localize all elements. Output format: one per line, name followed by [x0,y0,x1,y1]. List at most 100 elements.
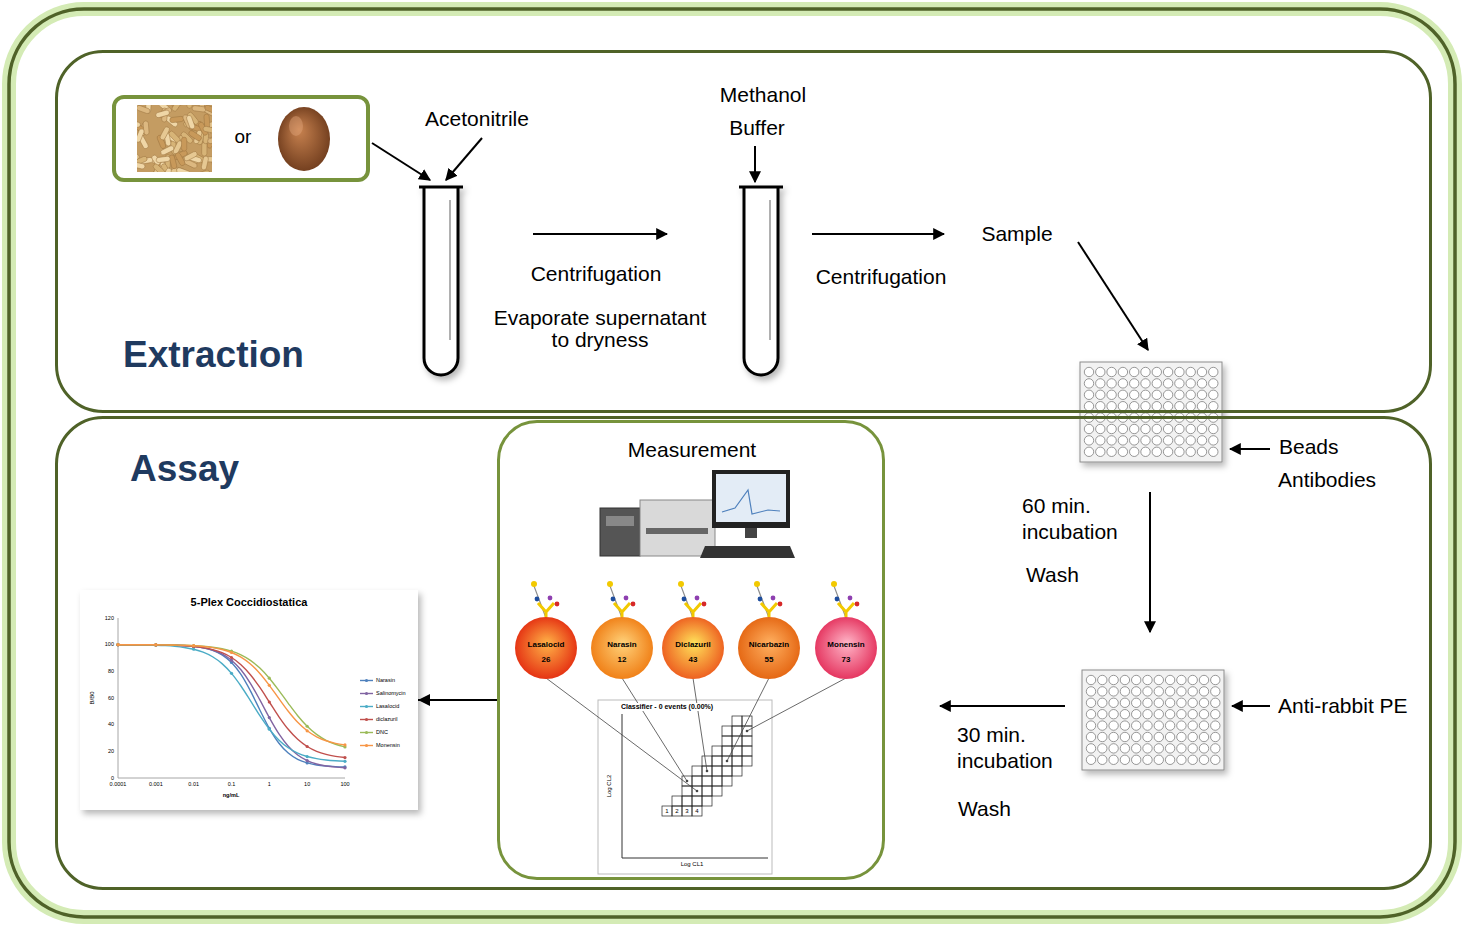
well-plate [1152,367,1161,376]
flow-cytometer [640,500,715,556]
well-plate [1118,402,1127,411]
leader-line [747,678,846,731]
well-plate [1120,721,1129,730]
feed-pellets [155,109,170,118]
axis-label: 20 [108,748,114,754]
well-plate [1177,744,1186,753]
classifier-plot [702,796,712,806]
assay-panel: AssayMeasurementLasalocid26Narasin12Dicl… [55,416,1432,890]
dose-response-chart [116,643,119,646]
classifier-plot [742,746,752,756]
well-plate [1084,379,1093,388]
feed-pellets [186,115,196,130]
step-label: Wash [958,797,1011,820]
well-plate [1209,402,1218,411]
feed-pellets [159,126,170,141]
legend-label: Salinomycin [376,690,406,696]
dose-response-chart [192,648,195,651]
box-heading: Measurement [628,438,756,461]
well-plate [1118,379,1127,388]
well-plate [1096,436,1105,445]
leader-line [696,790,699,793]
classifier-plot [682,806,692,816]
dose-response-chart [306,729,309,732]
classifier-plot [722,776,732,786]
antibody-symbol [614,603,630,617]
well-plate [1186,402,1195,411]
well-plate [1120,710,1129,719]
well-plate [1107,402,1116,411]
well-plate [1141,379,1150,388]
well-plate [1186,424,1195,433]
well-plate [1098,755,1107,764]
egg-photo [278,107,330,171]
well-plate [1197,367,1206,376]
axis-label: 0.1 [228,781,236,787]
dose-response-chart [154,643,157,646]
well-plate [1197,390,1206,399]
feed-pellets [137,128,145,143]
dose-response-chart [80,590,418,810]
well-plate [1154,710,1163,719]
axis-label: 0.001 [149,781,163,787]
well-plate [1209,424,1218,433]
antibody-symbol [548,596,553,601]
well-plate [1086,732,1095,741]
test-tube [419,186,463,189]
well-plate [1143,675,1152,684]
well-plate [1143,744,1152,753]
dose-response-chart [154,643,157,646]
test-tube [744,187,778,375]
axis-label: 0.01 [188,781,199,787]
feed-pellets [152,163,166,172]
well-plate [1199,698,1208,707]
dose-response-chart [154,644,157,647]
well-plate [1211,698,1220,707]
well-plate [1175,447,1184,456]
well-plate [1118,390,1127,399]
step-label: Anti-rabbit PE [1278,694,1408,717]
dose-response-chart [268,700,271,703]
well-plate [1175,379,1184,388]
flow-arrow [812,233,944,235]
classifier-plot [662,806,672,816]
dose-response-chart [116,643,119,646]
antibody-symbol [611,597,616,602]
well-plate [1098,732,1107,741]
well-plate [1188,675,1197,684]
well-plate [1086,710,1095,719]
feed-pellets [181,137,186,151]
well-plate [1165,744,1174,753]
well-plate [1118,424,1127,433]
well-plate [1107,424,1116,433]
legend-label: Monensin [376,742,400,748]
well-plate [1188,744,1197,753]
dose-response-chart [365,744,368,747]
classifier-plot [672,806,682,816]
well-plate [1175,402,1184,411]
well-plate [1130,367,1139,376]
classifier-plot [722,756,732,766]
well-plate [1143,710,1152,719]
dose-response-chart [360,680,373,681]
classifier-plot [742,736,752,746]
panel-heading: Extraction [123,335,304,376]
classifier-plot [732,716,742,726]
well-plate [1132,755,1141,764]
well-plate [1199,755,1208,764]
well-plate [1086,755,1095,764]
well-plate [1120,675,1129,684]
antibody-symbol [848,596,853,601]
dose-response-chart [118,645,345,758]
bead-label: Lasalocid [528,641,565,650]
well-plate [1163,436,1172,445]
or-label: or [235,127,252,148]
flow-cytometer [700,546,795,558]
step-label: Antibodies [1278,468,1376,491]
feed-pellets [137,105,212,172]
bead-label: 73 [842,656,851,665]
axis-label: 100 [340,781,349,787]
dose-response-chart [118,645,345,762]
well-plate [1096,424,1105,433]
well-plate [1152,390,1161,399]
